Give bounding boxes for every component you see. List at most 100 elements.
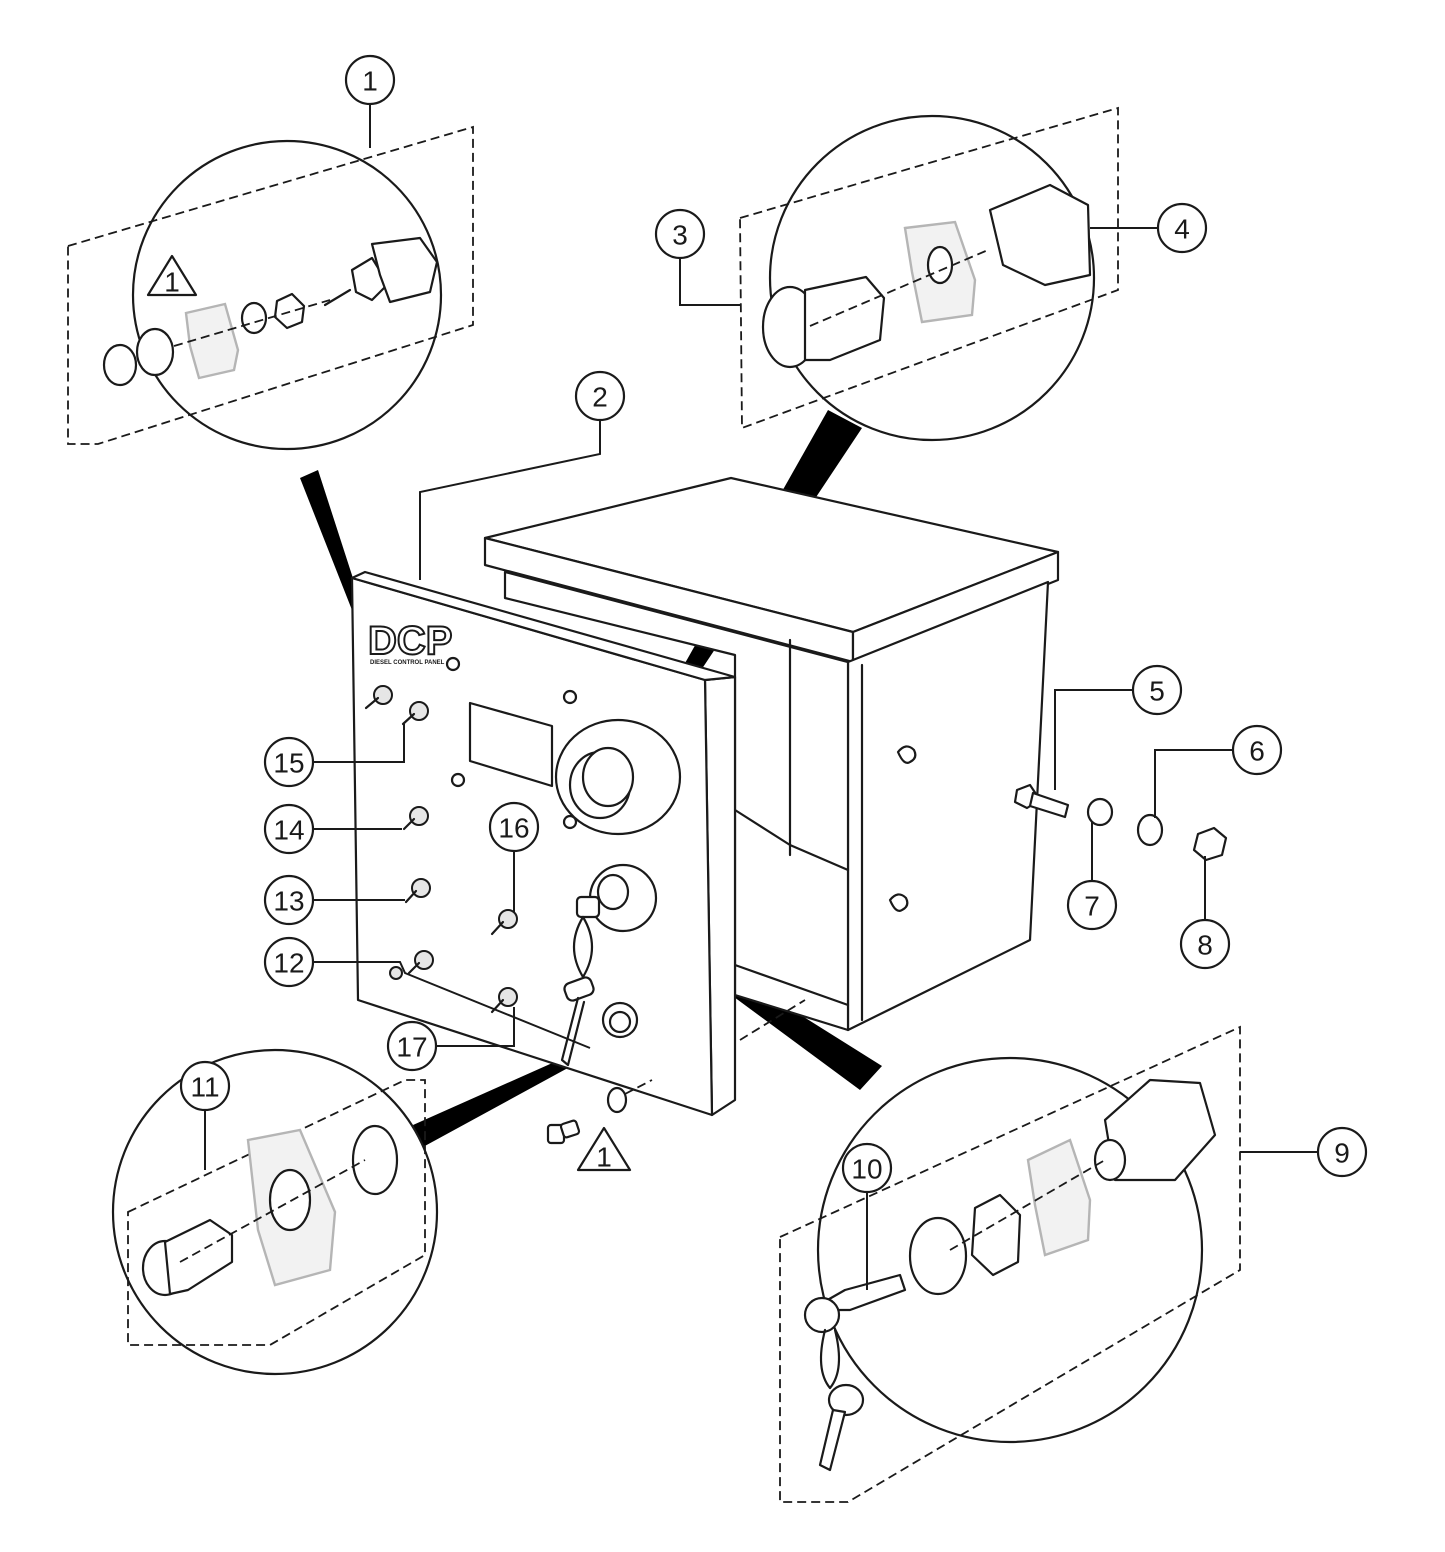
bolt-hardware [1013,783,1228,862]
warning-triangle-1 [146,254,198,297]
callout-circle [1131,664,1183,716]
callout-label: 16 [498,813,529,844]
screw-2 [562,689,578,705]
hinge-dash-line [739,999,806,1041]
keyswitch-axis [949,1159,1106,1251]
logo-subtext: DIESEL CONTROL PANEL [370,660,445,666]
callout-label: 17 [396,1032,427,1063]
callout-circle [263,736,315,788]
callout-10: 10 [841,1142,893,1194]
component-part [575,895,601,919]
callout-label: 6 [1249,736,1265,767]
pushbutton-gasket-hole [926,245,954,285]
callout-9: 9 [1316,1126,1368,1178]
callout-circle [654,208,706,260]
leader-6 [1154,749,1233,818]
callout-circle [1231,724,1283,776]
component-part [498,909,518,929]
callout-circle [1156,202,1208,254]
callout-12: 12 [263,936,315,988]
callout-label: 4 [1174,214,1190,245]
callout-circle [263,936,315,988]
enclosure-lid-side [851,550,1060,664]
leader-lines [313,420,1233,1049]
key-switch [560,863,658,1067]
component-part [402,817,416,831]
component-part [560,996,586,1067]
screw-4 [562,814,578,830]
callout-13: 13 [263,874,315,926]
keyswitch-bezel [908,1216,968,1296]
screw-1 [445,656,461,672]
door-panel: DCP DIESEL CONTROL PANEL [350,570,806,1145]
toggle-switch-14 [402,806,429,831]
toggle-switch-16 [490,909,518,936]
component-part [409,701,429,721]
detail-connector [111,1048,439,1376]
leader-15 [313,724,405,763]
key-2 [818,1408,847,1472]
toggle-switch-top-left [364,685,393,710]
component-part [581,746,635,808]
logo-text: DCP [368,619,452,663]
callout-circle [263,803,315,855]
lock-washer [1086,797,1114,827]
detail-boundary-3 [779,1025,1241,1503]
callout-circle [1179,918,1231,970]
callout-circle [344,54,396,106]
toggle-bushing [350,256,390,302]
enclosure-bottom-edge [733,963,850,1007]
callout-circle [1066,879,1118,931]
leader-5 [1054,689,1133,790]
pushbutton-axis [809,249,989,327]
toggle-switch-top-right [401,701,429,726]
detail-push-button [679,106,1158,442]
callout-circle [488,801,540,853]
component-part [606,1086,628,1114]
callout-3: 3 [654,208,706,260]
pushbutton-contact-block [988,183,1092,287]
leader-3 [679,257,740,306]
callout-8: 8 [1179,918,1231,970]
door-connector [601,1001,639,1039]
callout-circle [179,1060,231,1112]
keyswitch-nut [970,1193,1022,1277]
callout-label: 10 [851,1154,882,1185]
component-part [624,1079,653,1095]
toggle-ring [240,301,268,335]
callout-15: 15 [263,736,315,788]
warning-triangle-2 [576,1126,632,1172]
key-1-bow [803,1296,841,1334]
detail-key-switch [779,1025,1318,1503]
component-part [414,950,434,970]
component-part [608,1010,632,1034]
callout-circle [841,1142,893,1194]
component-part [409,806,429,826]
warning-label-2: 1 [596,1142,612,1173]
leader-2 [419,420,601,580]
callout-5: 5 [1131,664,1183,716]
callout-circle [1316,1126,1368,1178]
toggle-body [370,236,439,304]
detail-boundary-1 [67,125,474,445]
callout-label: 12 [273,948,304,979]
component-part [373,685,393,705]
component-part [364,696,380,710]
display-window [468,701,554,788]
callout-label: 7 [1084,891,1100,922]
component-part [407,961,421,975]
screw-3 [450,772,466,788]
component-part [559,1119,581,1139]
toggle-switch-13 [404,878,431,904]
callout-circle [386,1020,438,1072]
callout-label: 8 [1197,930,1213,961]
door-fastener [546,1079,653,1145]
component-part [563,976,595,1002]
door-top-edge [350,570,737,682]
hinge-upper [896,745,917,764]
callout-label: 15 [273,748,304,779]
callout-6: 6 [1231,724,1283,776]
component-part [490,920,505,936]
toggle-lever [323,288,352,307]
